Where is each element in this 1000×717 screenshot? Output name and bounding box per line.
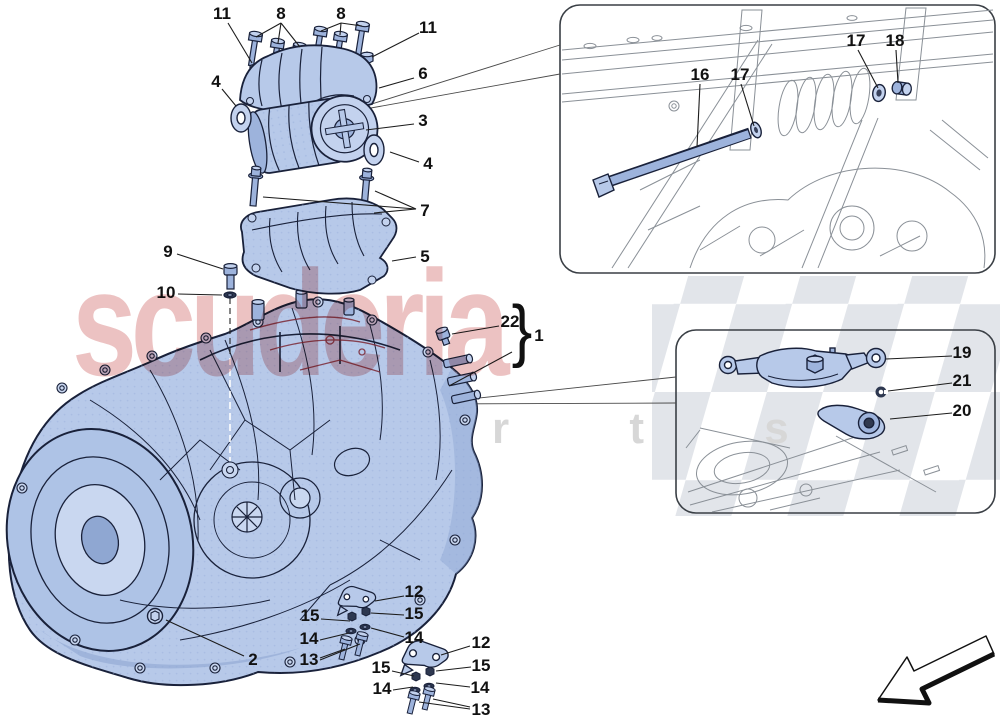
- sump-cover: [223, 197, 398, 299]
- part-2-plug: [146, 607, 164, 625]
- mounting-brackets: [336, 585, 449, 715]
- part-17-washer: [872, 83, 886, 103]
- part-3-motor: [247, 94, 379, 174]
- part-22-screw: [435, 326, 451, 347]
- direction-arrow-icon: [877, 635, 996, 706]
- inset-chassis-view: [559, 4, 996, 274]
- gearbox-housing: [5, 289, 483, 687]
- inset-bracket-view: [675, 329, 996, 514]
- assembly-brace: }: [511, 293, 533, 369]
- part-19-bracket: [718, 347, 887, 388]
- part-20-lever: [817, 404, 886, 440]
- part-16-rod: [592, 121, 762, 198]
- part-21-circlip: [875, 386, 888, 398]
- actuator-assembly: [230, 20, 385, 249]
- part-18-bushing: [891, 80, 913, 96]
